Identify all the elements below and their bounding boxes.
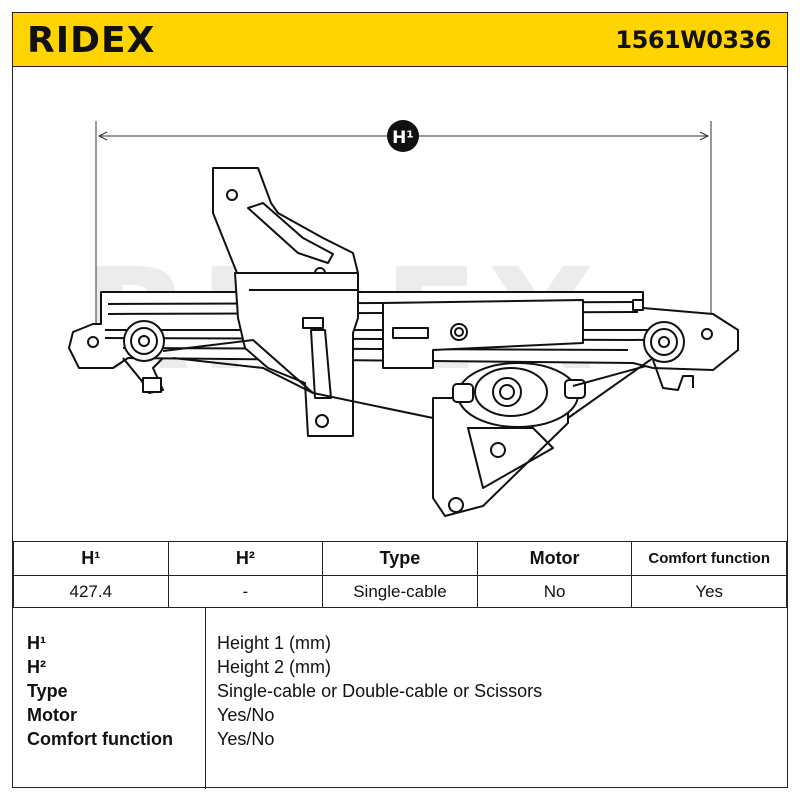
legend-key: Comfort function <box>27 729 173 749</box>
spec-value-motor: No <box>476 575 633 608</box>
regulator-illustration: RIDEX H¹ <box>68 120 739 517</box>
product-sheet: RIDEX 1561W0336 RIDEX H¹ <box>12 12 788 789</box>
spec-value-row: 427.4 - Single-cable No Yes <box>13 575 787 608</box>
spec-header-motor: Motor <box>476 541 633 576</box>
window-regulator-drawing: RIDEX H¹ <box>13 68 787 541</box>
legend-value: Yes/No <box>217 705 275 725</box>
legend-row: Type Single-cable or Double-cable or Sci… <box>13 681 787 705</box>
legend-row: H² Height 2 (mm) <box>13 657 787 681</box>
legend-row: Motor Yes/No <box>13 705 787 729</box>
spec-header-h2: H² <box>167 541 324 576</box>
legend-value: Height 2 (mm) <box>217 657 332 677</box>
part-number: 1561W0336 <box>615 26 771 54</box>
spec-header-type: Type <box>322 541 478 576</box>
legend-key: H¹ <box>27 633 46 653</box>
ridex-logo: RIDEX <box>27 21 155 59</box>
spec-table: H¹ H² Type Motor Comfort function 427.4 … <box>13 541 787 608</box>
regulator-body <box>68 167 739 517</box>
legend-key: Motor <box>27 705 77 725</box>
spec-header-comfort-function: Comfort function <box>631 541 787 576</box>
spec-value-h2: - <box>167 575 324 608</box>
spec-header-row: H¹ H² Type Motor Comfort function <box>13 541 787 576</box>
cables <box>162 338 654 419</box>
spec-header-h1: H¹ <box>13 541 169 576</box>
logo-text: RIDEX <box>27 21 155 59</box>
dimension-badge <box>387 120 419 152</box>
legend-value: Yes/No <box>217 729 275 749</box>
dimension-label: H¹ <box>392 128 414 148</box>
legend-key: H² <box>27 657 46 677</box>
legend-value: Height 1 (mm) <box>217 633 332 653</box>
header-bar: RIDEX 1561W0336 <box>13 13 787 67</box>
spec-value-type: Single-cable <box>322 575 478 608</box>
legend-table: H¹ Height 1 (mm) H² Height 2 (mm) Type S… <box>13 607 787 789</box>
spec-value-comfort-function: Yes <box>631 575 787 608</box>
legend-row: H¹ Height 1 (mm) <box>13 633 787 657</box>
spec-value-h1: 427.4 <box>13 575 169 608</box>
legend-divider <box>205 608 206 789</box>
legend-row: Comfort function Yes/No <box>13 729 787 753</box>
legend-value: Single-cable or Double-cable or Scissors <box>217 681 543 701</box>
legend-key: Type <box>27 681 68 701</box>
